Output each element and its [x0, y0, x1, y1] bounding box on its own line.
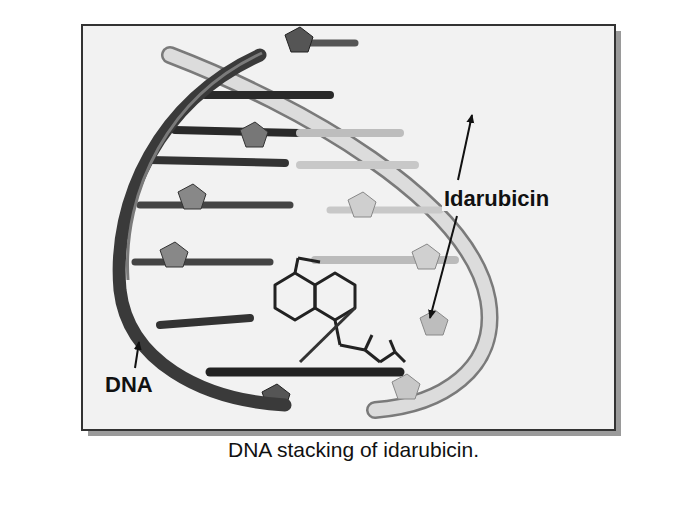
- callout-label: Idarubicin: [442, 186, 551, 211]
- dark-strand: [119, 55, 285, 405]
- frame: [82, 25, 615, 430]
- caption: DNA stacking of idarubicin.: [4, 438, 699, 462]
- leader-arrow: [430, 216, 457, 318]
- callout-label: DNA: [103, 372, 155, 397]
- leader-arrow: [135, 342, 139, 368]
- idarubicin-molecule: [275, 258, 405, 362]
- strand-highlight: [127, 53, 262, 280]
- light-strand: [170, 55, 490, 410]
- base-pairs: [135, 43, 455, 372]
- leader-arrow: [458, 115, 472, 180]
